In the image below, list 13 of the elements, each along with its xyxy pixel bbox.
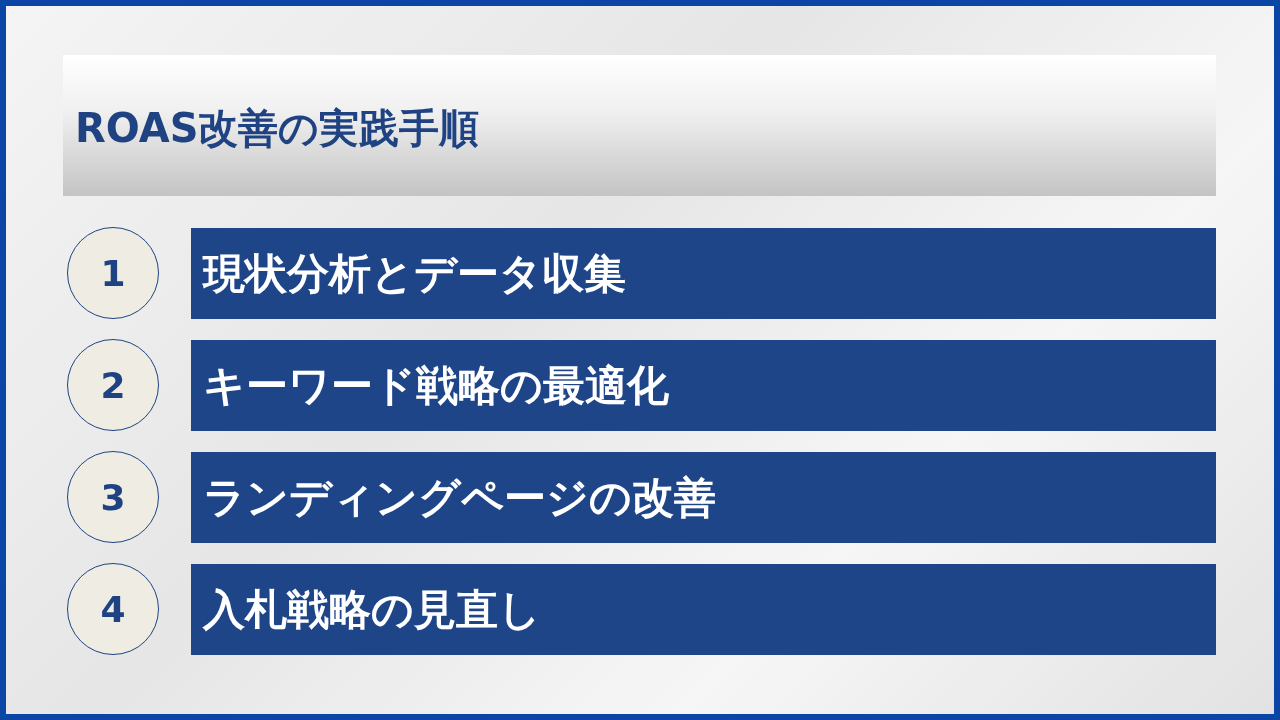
step-bar bbox=[191, 228, 1216, 319]
step-text: 現状分析とデータ収集 bbox=[203, 247, 626, 300]
step-bar bbox=[191, 340, 1216, 431]
step-number: 4 bbox=[100, 588, 126, 630]
step-number: 1 bbox=[100, 252, 126, 294]
step-text: キーワード戦略の最適化 bbox=[203, 359, 669, 412]
step-text: 入札戦略の見直し bbox=[203, 583, 541, 636]
step-text: ランディングページの改善 bbox=[203, 471, 716, 524]
step-bar bbox=[191, 564, 1216, 655]
title: ROAS改善の実践手順 bbox=[75, 104, 480, 153]
step-number: 2 bbox=[100, 364, 126, 406]
step-number: 3 bbox=[100, 476, 126, 518]
step-bar bbox=[191, 452, 1216, 543]
